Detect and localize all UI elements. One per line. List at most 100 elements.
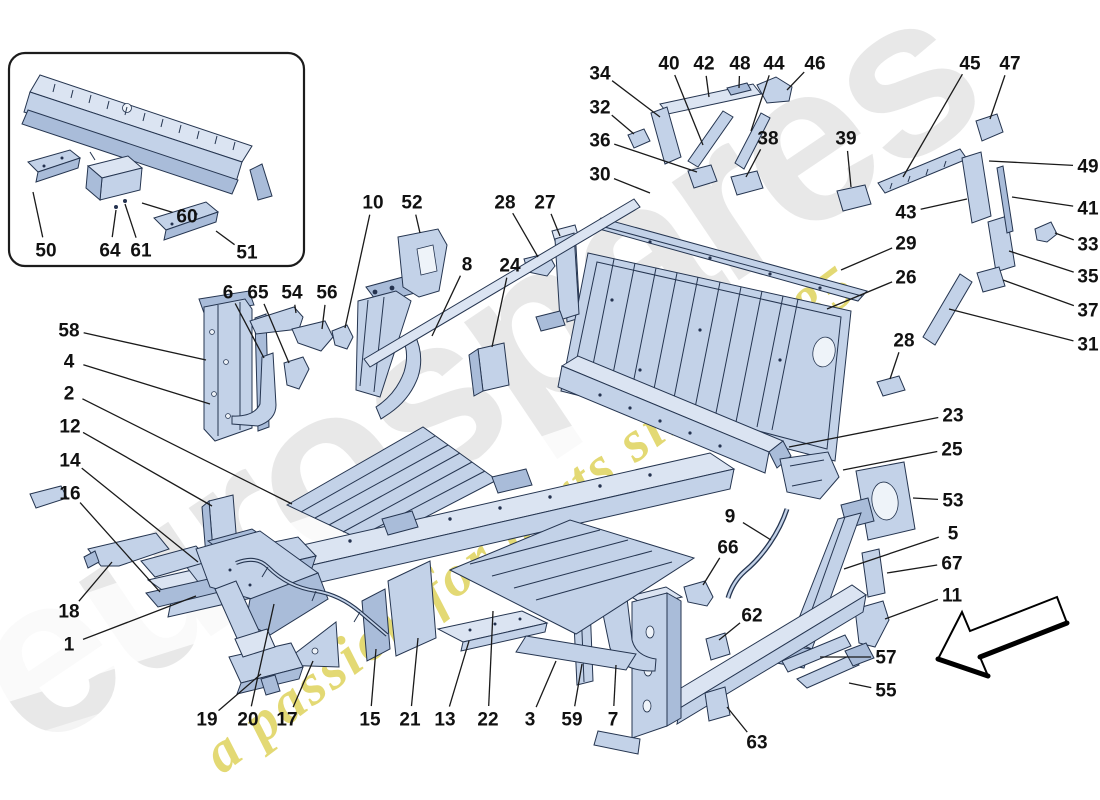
part-label-50: 50 <box>35 241 56 262</box>
part-label-22: 22 <box>477 710 498 731</box>
plate-18-tab <box>83 550 100 569</box>
brace-6 <box>231 352 277 427</box>
part-label-48: 48 <box>729 54 750 75</box>
plate-19-bracket <box>260 674 281 696</box>
part-label-62: 62 <box>741 606 762 627</box>
leader-line-32 <box>611 114 635 135</box>
sill-bracket-20 <box>491 468 533 494</box>
leader-line-33 <box>1054 232 1074 241</box>
part-label-55: 55 <box>875 681 897 702</box>
part-label-47: 47 <box>999 54 1020 75</box>
part-label-35: 35 <box>1077 267 1099 288</box>
leader-line-37 <box>1002 279 1075 307</box>
part-label-18: 18 <box>58 602 79 623</box>
slab-49-43 <box>961 151 992 224</box>
part-label-53: 53 <box>942 491 963 512</box>
part-56 <box>291 320 334 352</box>
leader-line-46 <box>786 71 805 91</box>
upper-braces-group <box>627 76 872 212</box>
small-plate <box>29 485 68 509</box>
part-65 <box>283 356 310 390</box>
beam-23-endcap <box>768 440 792 469</box>
leader-line-6 <box>234 303 265 359</box>
part-label-20: 20 <box>237 710 258 731</box>
inset-bracket-50 <box>27 149 82 183</box>
part-label-9: 9 <box>725 507 736 528</box>
leader-line-4 <box>83 364 211 405</box>
part-label-33: 33 <box>1077 235 1098 256</box>
part-label-5: 5 <box>948 524 959 545</box>
leader-line-51 <box>215 230 235 246</box>
plate-3 <box>515 635 637 671</box>
part-label-28: 28 <box>893 331 914 352</box>
part-label-6: 6 <box>223 283 234 304</box>
left-pillar-group <box>198 290 354 442</box>
part-label-54: 54 <box>281 283 303 304</box>
part-label-44: 44 <box>763 54 785 75</box>
part-label-3: 3 <box>525 710 536 731</box>
plate-18 <box>87 532 170 567</box>
part-label-25: 25 <box>941 440 963 461</box>
part-label-37: 37 <box>1077 301 1098 322</box>
centre-pillar-group <box>355 198 641 420</box>
part-label-13: 13 <box>434 710 455 731</box>
hook-10 <box>331 324 354 350</box>
brace-31 <box>922 273 973 346</box>
rail-55 <box>796 655 860 689</box>
part-label-34: 34 <box>589 64 611 85</box>
bracket-11 <box>854 600 890 648</box>
leader-line-14 <box>81 467 199 563</box>
part-label-65: 65 <box>247 283 269 304</box>
part-46 <box>756 76 793 104</box>
part-label-66: 66 <box>717 538 738 559</box>
leader-line-49 <box>988 160 1074 166</box>
inset-bracket-51 <box>153 201 220 241</box>
part-label-7: 7 <box>608 710 619 731</box>
leader-line-18 <box>78 561 113 602</box>
part-label-46: 46 <box>804 54 825 75</box>
leader-line-59 <box>574 663 583 707</box>
cap-66 <box>683 580 714 607</box>
part-label-51: 51 <box>236 243 258 264</box>
part-label-4: 4 <box>64 352 75 373</box>
leader-line-60 <box>141 202 173 214</box>
pillar-27-foot <box>535 310 566 332</box>
leader-line-58 <box>83 332 207 361</box>
part-label-45: 45 <box>959 54 981 75</box>
leader-line-45 <box>902 73 963 178</box>
part-label-10: 10 <box>362 193 383 214</box>
leader-line-12 <box>82 431 213 507</box>
plate-13-front <box>460 622 548 652</box>
hook-33 <box>1034 221 1058 243</box>
leader-line-43 <box>920 198 968 210</box>
leader-line-35 <box>1008 250 1074 273</box>
brace-8 <box>375 332 422 420</box>
brace-40 <box>687 110 734 168</box>
leader-line-3 <box>535 660 557 708</box>
leader-line-66 <box>702 557 721 586</box>
beam-23-front <box>557 365 770 474</box>
leader-line-52 <box>415 214 421 234</box>
direction-arrow-icon <box>935 595 1070 679</box>
assembly-1-foot <box>234 628 276 658</box>
part-label-29: 29 <box>895 234 916 255</box>
leader-line-28 <box>889 352 900 380</box>
leader-line-15 <box>370 648 377 707</box>
bracket-63 <box>704 686 731 722</box>
leader-line-13 <box>448 640 470 707</box>
leader-lines-layer <box>32 71 1075 733</box>
rail-55-end <box>844 642 875 667</box>
leader-line-2 <box>82 398 293 505</box>
part-label-63: 63 <box>746 733 767 754</box>
part-label-58: 58 <box>58 321 79 342</box>
leader-line-31 <box>948 308 1074 342</box>
part-label-67: 67 <box>941 554 962 575</box>
leader-line-54 <box>294 304 297 314</box>
leader-line-7 <box>613 664 617 707</box>
b-pillar-group <box>571 508 867 755</box>
leader-line-61 <box>124 203 137 238</box>
leader-line-63 <box>726 706 748 733</box>
